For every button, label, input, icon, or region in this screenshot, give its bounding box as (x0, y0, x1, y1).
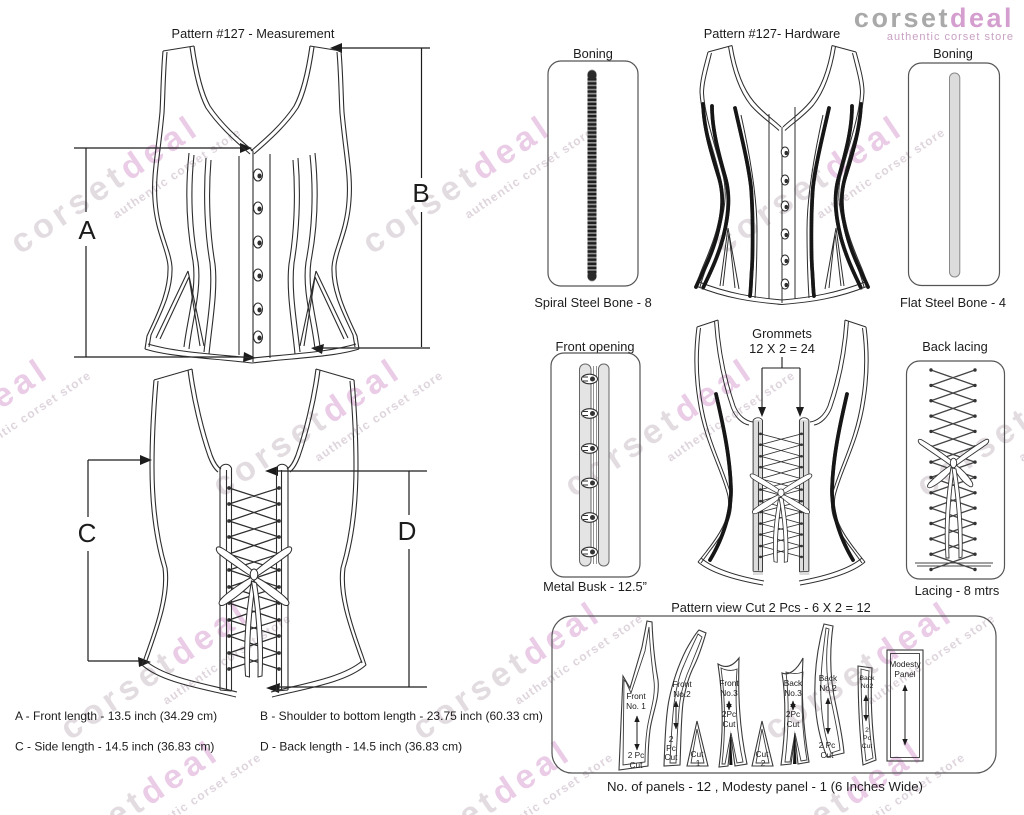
svg-text:Panel: Panel (894, 669, 915, 679)
svg-text:Back: Back (859, 675, 875, 682)
svg-text:Pattern #127 - Measurement: Pattern #127 - Measurement (172, 26, 335, 41)
svg-text:No. of panels - 12 , Modesty: No. of panels - 12 , Modesty panel - 1 (… (607, 779, 923, 794)
svg-text:2 Pc: 2 Pc (819, 740, 836, 750)
svg-text:Lacing - 8 mtrs: Lacing - 8 mtrs (915, 583, 1000, 598)
svg-text:2Pc: 2Pc (786, 709, 800, 719)
svg-text:Front: Front (626, 691, 646, 701)
svg-text:authentic corset store: authentic corset store (887, 31, 1014, 43)
svg-text:Front: Front (719, 678, 739, 688)
svg-text:No. 1: No. 1 (626, 701, 646, 711)
svg-text:C: C (78, 518, 97, 548)
svg-text:Pc: Pc (666, 743, 676, 753)
svg-text:Back lacing: Back lacing (922, 339, 987, 354)
svg-text:Back: Back (819, 673, 838, 683)
svg-text:Spiral Steel Bone - 8: Spiral Steel Bone - 8 (534, 295, 651, 310)
svg-text:No2: No2 (861, 683, 874, 690)
svg-text:B - Shoulder to bottom length: B - Shoulder to bottom length - 23.75 in… (260, 709, 543, 723)
svg-text:Metal Busk - 12.5”: Metal Busk - 12.5” (543, 579, 647, 594)
svg-text:C - Side length - 14.5 inch (3: C - Side length - 14.5 inch (36.83 cm) (15, 740, 214, 754)
svg-text:2: 2 (761, 758, 766, 768)
svg-text:2: 2 (669, 734, 674, 744)
svg-text:1: 1 (696, 758, 701, 768)
svg-text:corsetdeal: corsetdeal (854, 3, 1014, 33)
svg-text:D - Back length - 14.5 inch (3: D - Back length - 14.5 inch (36.83 cm) (260, 740, 462, 754)
svg-text:No.2: No.2 (673, 689, 691, 699)
svg-text:Cut: Cut (756, 749, 770, 759)
svg-text:No.3: No.3 (784, 688, 802, 698)
svg-text:Back: Back (784, 678, 803, 688)
svg-text:12 X 2 = 24: 12 X 2 = 24 (749, 341, 815, 356)
svg-text:Cut: Cut (821, 750, 835, 760)
svg-text:Boning: Boning (933, 46, 973, 61)
svg-text:2Pc: 2Pc (722, 709, 736, 719)
svg-text:Boning: Boning (573, 46, 613, 61)
svg-text:2: 2 (865, 727, 869, 734)
svg-text:A - Front length - 13.5 inch (: A - Front length - 13.5 inch (34.29 cm) (15, 709, 217, 723)
svg-text:No.3: No.3 (720, 688, 738, 698)
svg-text:Pattern #127- Hardware: Pattern #127- Hardware (704, 26, 841, 41)
svg-text:Cut: Cut (862, 743, 873, 750)
svg-text:B: B (412, 178, 429, 208)
svg-text:D: D (398, 516, 417, 546)
svg-text:Flat Steel Bone - 4: Flat Steel Bone - 4 (900, 295, 1006, 310)
svg-text:Cut: Cut (665, 752, 679, 762)
svg-text:Cut: Cut (723, 719, 737, 729)
svg-text:2 Pc: 2 Pc (628, 750, 645, 760)
svg-text:Cut: Cut (787, 719, 801, 729)
svg-text:No.2: No.2 (819, 683, 837, 693)
svg-text:Front: Front (672, 679, 692, 689)
svg-text:Cut: Cut (630, 760, 644, 770)
svg-text:Pc: Pc (863, 735, 872, 742)
svg-text:Front opening: Front opening (556, 339, 635, 354)
svg-text:Pattern view Cut 2 Pcs - 6 X 2: Pattern view Cut 2 Pcs - 6 X 2 = 12 (671, 600, 871, 615)
svg-text:Grommets: Grommets (752, 326, 812, 341)
svg-text:Modesty: Modesty (889, 659, 921, 669)
svg-text:Cut: Cut (691, 749, 705, 759)
svg-text:A: A (78, 215, 96, 245)
